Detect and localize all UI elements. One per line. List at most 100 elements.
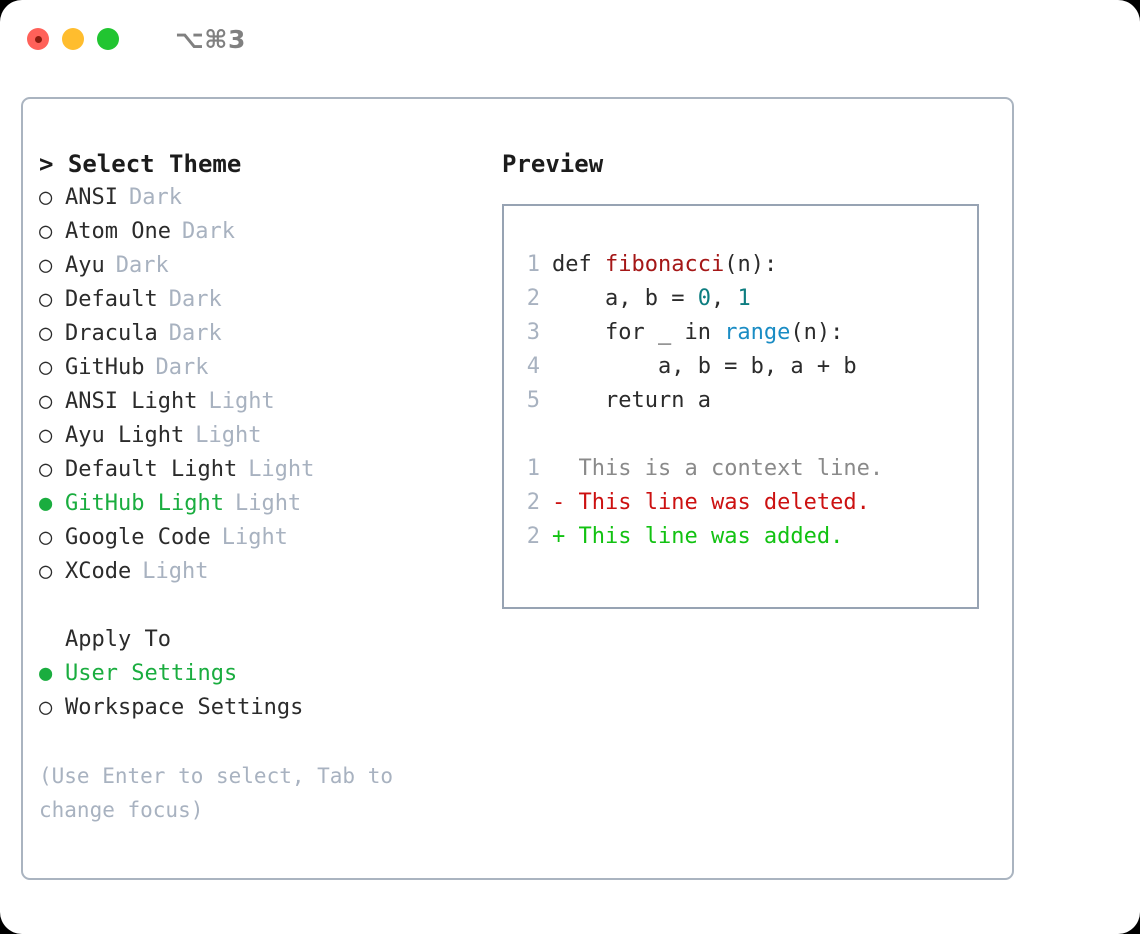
- radio-icon[interactable]: ○: [39, 287, 53, 312]
- code-token-number: 0: [697, 286, 711, 311]
- theme-item-label: ANSI: [65, 185, 118, 210]
- keyboard-hint-text: (Use Enter to select, Tab to change focu…: [39, 764, 406, 822]
- radio-icon[interactable]: ○: [39, 321, 53, 346]
- apply-to-item-user-settings[interactable]: ● User Settings: [39, 657, 489, 691]
- preview-header: Preview: [502, 150, 604, 178]
- theme-item-default-light[interactable]: ○ Default Light Light: [39, 453, 489, 487]
- diff-prefix: +: [552, 524, 579, 549]
- theme-item-google-code[interactable]: ○ Google Code Light: [39, 521, 489, 555]
- theme-item-tag: Light: [195, 423, 262, 448]
- theme-item-ansi[interactable]: ○ ANSI Dark: [39, 181, 489, 215]
- radio-icon[interactable]: ○: [39, 219, 53, 244]
- radio-icon[interactable]: ○: [39, 185, 53, 210]
- diff-text: This line was added.: [578, 524, 844, 549]
- apply-to-item-workspace-settings[interactable]: ○ Workspace Settings: [39, 691, 489, 725]
- code-token: a, b = b, a + b: [552, 354, 857, 379]
- theme-picker-column: > Select Theme ○ ANSI Dark ○ Atom One Da…: [39, 147, 489, 827]
- code-line: 1 def fibonacci(n):: [518, 248, 977, 282]
- diff-line-deleted: 2 - This line was deleted.: [518, 486, 977, 520]
- theme-item-label: Ayu Light: [65, 423, 185, 448]
- line-number: 2: [526, 286, 540, 311]
- code-token: ,: [710, 286, 738, 311]
- code-token: return a: [552, 388, 711, 413]
- code-token: (n):: [724, 252, 778, 277]
- theme-item-github-light[interactable]: ● GitHub Light Light: [39, 487, 489, 521]
- minimize-button[interactable]: [62, 28, 84, 50]
- diff-line-context: 1 This is a context line.: [518, 452, 977, 486]
- line-number: 1: [526, 456, 540, 481]
- theme-item-default[interactable]: ○ Default Dark: [39, 283, 489, 317]
- keyboard-shortcut-label: ⌥⌘3: [175, 24, 246, 54]
- theme-item-label: Google Code: [65, 525, 211, 550]
- close-button[interactable]: [27, 28, 49, 50]
- theme-item-label: Default: [65, 287, 158, 312]
- diff-prefix: [552, 452, 579, 486]
- code-token-builtin: range: [724, 320, 791, 345]
- code-token-function: fibonacci: [604, 252, 725, 277]
- code-token: def: [552, 252, 605, 277]
- theme-item-label: Atom One: [65, 219, 171, 244]
- theme-item-label: Dracula: [65, 321, 158, 346]
- theme-item-label: XCode: [65, 559, 132, 584]
- traffic-lights: [27, 28, 119, 50]
- theme-item-ayu-light[interactable]: ○ Ayu Light Light: [39, 419, 489, 453]
- radio-selected-icon[interactable]: ●: [39, 491, 53, 516]
- diff-text: This line was deleted.: [578, 490, 870, 515]
- theme-item-tag: Light: [248, 457, 315, 482]
- theme-item-tag: Dark: [168, 287, 222, 312]
- theme-list[interactable]: ○ ANSI Dark ○ Atom One Dark ○ Ayu Dark: [39, 181, 489, 589]
- radio-icon[interactable]: ○: [39, 695, 53, 720]
- diff-line-added: 2 + This line was added.: [518, 520, 977, 554]
- code-line: 3 for _ in range(n):: [518, 316, 977, 350]
- theme-item-ansi-light[interactable]: ○ ANSI Light Light: [39, 385, 489, 419]
- line-number: 3: [526, 320, 540, 345]
- theme-item-tag: Dark: [168, 321, 222, 346]
- code-token: a, b =: [552, 286, 698, 311]
- code-diff-separator: [518, 418, 977, 452]
- theme-item-label: ANSI Light: [65, 389, 198, 414]
- radio-icon[interactable]: ○: [39, 559, 53, 584]
- radio-icon[interactable]: ○: [39, 253, 53, 278]
- line-number: 1: [526, 252, 540, 277]
- radio-icon[interactable]: ○: [39, 525, 53, 550]
- theme-item-tag: Light: [142, 559, 209, 584]
- theme-item-label: Default Light: [65, 457, 238, 482]
- code-line: 2 a, b = 0, 1: [518, 282, 977, 316]
- code-token-number: 1: [737, 286, 751, 311]
- theme-item-label: GitHub Light: [65, 491, 224, 516]
- line-number: 2: [526, 524, 540, 549]
- theme-item-ayu[interactable]: ○ Ayu Dark: [39, 249, 489, 283]
- apply-to-item-label: User Settings: [65, 661, 238, 686]
- theme-item-atom-one[interactable]: ○ Atom One Dark: [39, 215, 489, 249]
- title-bar: ⌥⌘3: [0, 0, 1140, 78]
- zoom-button[interactable]: [97, 28, 119, 50]
- theme-item-tag: Light: [234, 491, 302, 516]
- preview-column: Preview 1 def fibonacci(n): 2 a, b = 0, …: [502, 147, 992, 609]
- code-token: for _ in: [552, 320, 725, 345]
- code-line: 4 a, b = b, a + b: [518, 350, 977, 384]
- theme-item-xcode[interactable]: ○ XCode Light: [39, 555, 489, 589]
- code-preview-box: 1 def fibonacci(n): 2 a, b = 0, 1 3 for …: [502, 204, 979, 609]
- code-token: (n):: [790, 320, 844, 345]
- theme-item-tag: Dark: [115, 253, 169, 278]
- line-number: 5: [526, 388, 540, 413]
- theme-item-github[interactable]: ○ GitHub Dark: [39, 351, 489, 385]
- main-panel: > Select Theme ○ ANSI Dark ○ Atom One Da…: [21, 97, 1014, 880]
- radio-selected-icon[interactable]: ●: [39, 661, 53, 686]
- theme-item-dracula[interactable]: ○ Dracula Dark: [39, 317, 489, 351]
- line-number: 4: [526, 354, 540, 379]
- theme-item-tag: Light: [221, 525, 288, 550]
- radio-icon[interactable]: ○: [39, 355, 53, 380]
- select-theme-header: > Select Theme: [39, 150, 242, 178]
- radio-icon[interactable]: ○: [39, 423, 53, 448]
- list-spacer: [39, 589, 489, 623]
- theme-item-label: GitHub: [65, 355, 145, 380]
- apply-to-list[interactable]: ● User Settings ○ Workspace Settings: [39, 657, 489, 725]
- radio-icon[interactable]: ○: [39, 457, 53, 482]
- radio-icon[interactable]: ○: [39, 389, 53, 414]
- theme-item-tag: Dark: [128, 185, 182, 210]
- theme-item-tag: Light: [208, 389, 275, 414]
- theme-item-tag: Dark: [155, 355, 209, 380]
- apply-to-header: Apply To: [65, 627, 171, 652]
